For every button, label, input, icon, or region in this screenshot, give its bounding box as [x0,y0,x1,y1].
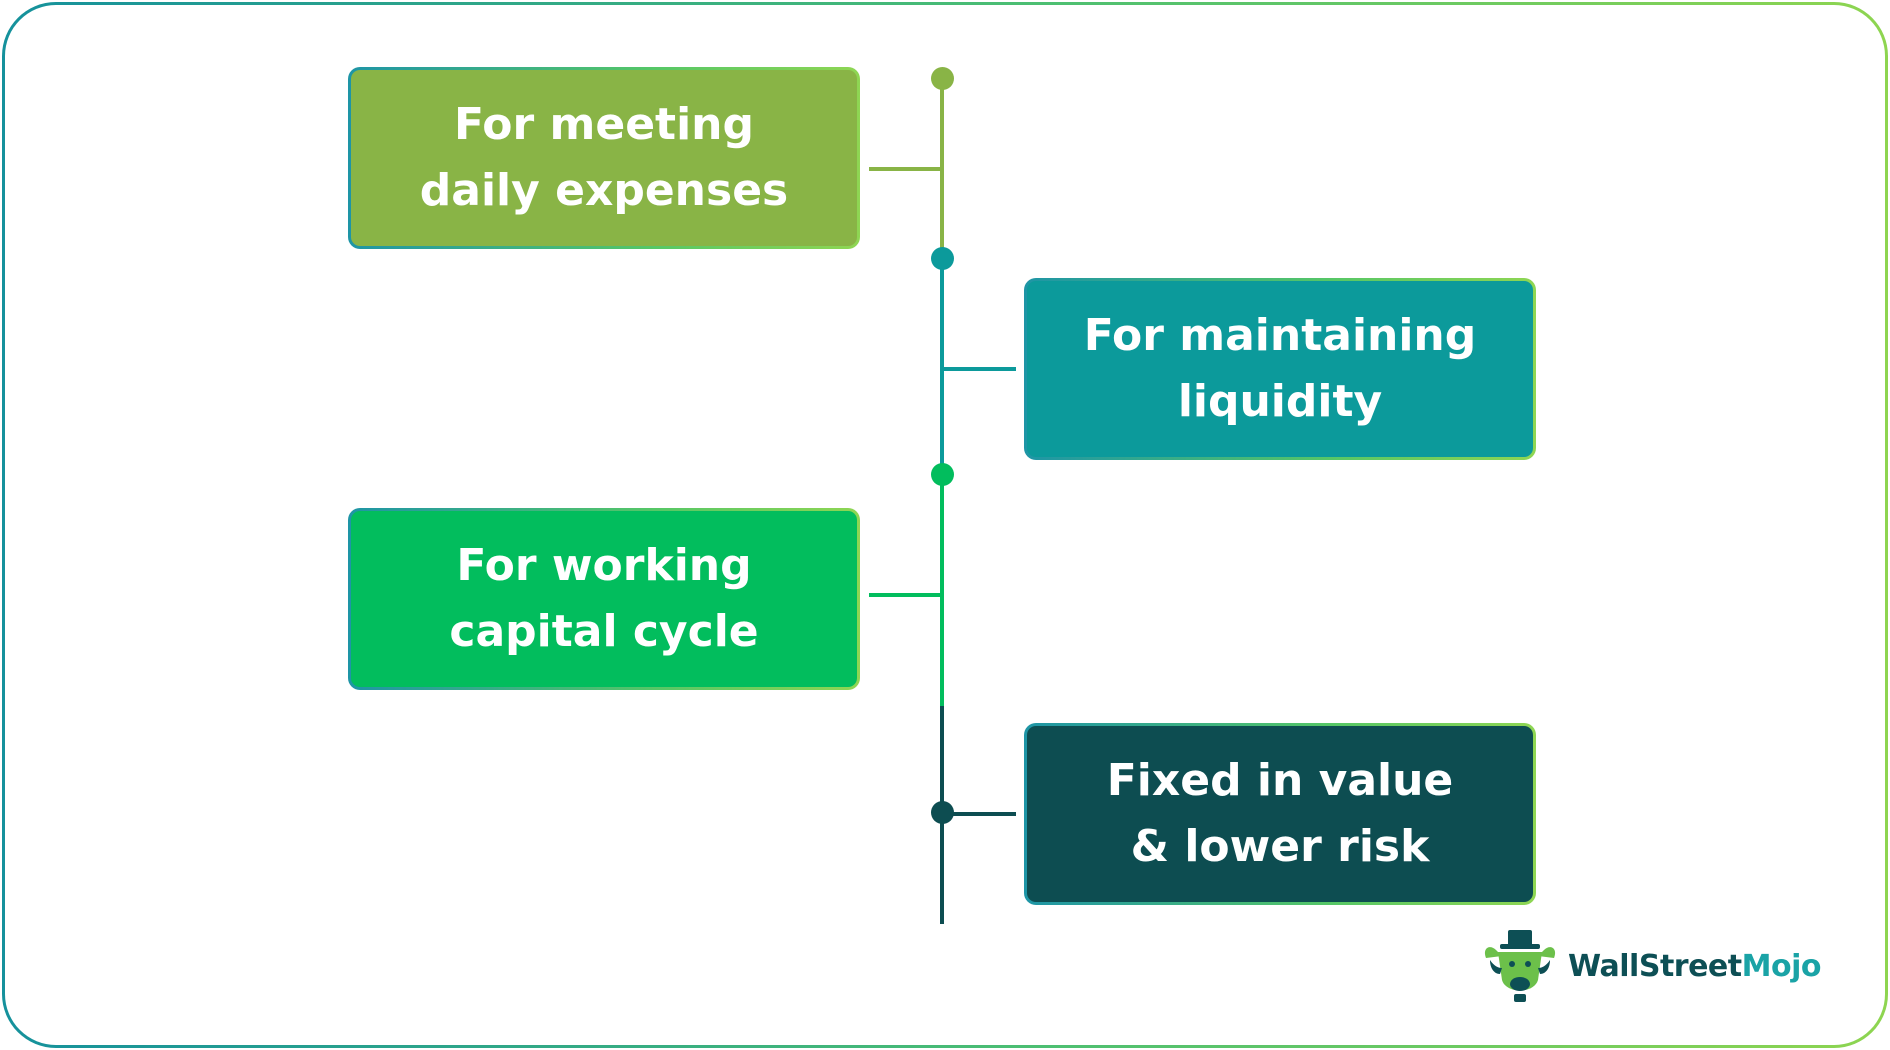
purpose-box-2: For maintaining liquidity [1024,278,1536,460]
timeline-dot-3 [931,463,954,486]
brand-name: WallStreetMojo [1568,949,1821,984]
connector-3 [869,593,942,597]
purpose-box-1-fill: For meeting daily expenses [351,70,857,246]
purpose-box-4-label: Fixed in value & lower risk [1106,755,1454,872]
purpose-box-2-label: For maintaining liquidity [1083,310,1477,427]
timeline-spine-segment-1 [940,78,944,258]
brand-logo: WallStreetMojo [1480,928,1821,1004]
purpose-box-4: Fixed in value & lower risk [1024,723,1536,905]
brand-name-part1: WallStreet [1568,948,1742,984]
brand-name-part2: Mojo [1741,948,1822,984]
timeline-spine-segment-2 [940,258,944,474]
purpose-box-4-fill: Fixed in value & lower risk [1027,726,1533,902]
timeline-dot-4 [931,801,954,824]
purpose-box-1: For meeting daily expenses [348,67,860,249]
connector-2 [942,367,1016,371]
connector-1 [869,167,942,171]
connector-4 [942,812,1016,816]
card [5,5,1885,1045]
timeline-dot-2 [931,247,954,270]
timeline-dot-1 [931,67,954,90]
purpose-box-3: For working capital cycle [348,508,860,690]
bull-mascot-icon [1484,930,1556,1002]
timeline-spine-segment-3 [940,474,944,706]
purpose-box-1-label: For meeting daily expenses [419,99,789,216]
purpose-box-3-label: For working capital cycle [449,540,759,657]
purpose-box-3-fill: For working capital cycle [351,511,857,687]
purpose-box-2-fill: For maintaining liquidity [1027,281,1533,457]
